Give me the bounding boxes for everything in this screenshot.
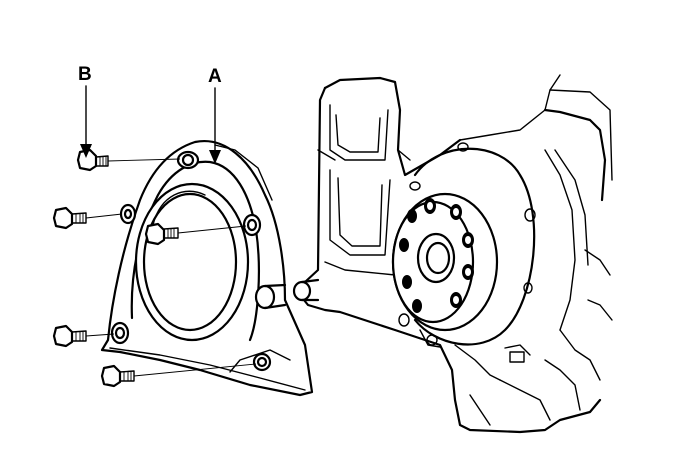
engine-block	[292, 74, 613, 434]
bolt-left-lower	[52, 324, 87, 348]
label-a: A	[208, 66, 222, 87]
callout-arrow-a	[209, 87, 221, 164]
bolt-bottom-guide-line	[133, 363, 257, 377]
label-b: B	[78, 64, 92, 85]
callout-arrow-b	[80, 85, 92, 158]
bolt-inner-guide-line	[177, 225, 247, 234]
bolt-left-upper-guide-line	[85, 213, 123, 219]
bolt-left-lower-guide-line	[85, 333, 115, 337]
bolt-b-guide-line	[107, 158, 181, 162]
oil-seal-case	[100, 139, 314, 397]
crankshaft-flange	[391, 147, 536, 348]
flange-bolt-holes	[399, 198, 474, 313]
bolt-b	[76, 148, 109, 172]
bolt-left-upper	[52, 206, 87, 230]
bolt-bottom	[100, 364, 135, 388]
